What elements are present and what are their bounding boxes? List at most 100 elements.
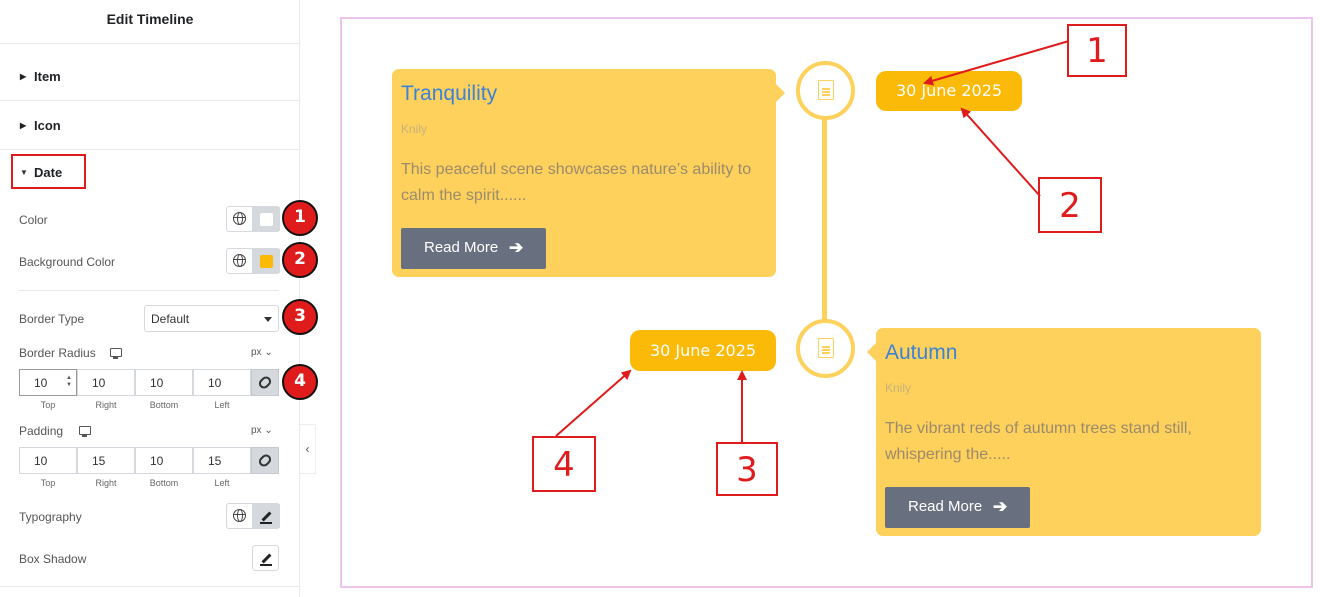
dim-label-top: Top (40, 478, 56, 488)
timeline-line (822, 118, 827, 323)
card-pointer (776, 84, 785, 102)
link-values-button[interactable] (251, 369, 279, 396)
desktop-icon[interactable] (110, 348, 122, 359)
section-date[interactable]: ▼ Date (11, 154, 86, 189)
document-icon (818, 80, 834, 100)
globe-icon (233, 212, 246, 225)
pencil-base-line (260, 522, 272, 524)
card-title[interactable]: Tranquility (401, 82, 498, 105)
border-radius-unit[interactable]: px ⌄ (251, 347, 273, 358)
spinner-icon[interactable]: ▲▼ (66, 375, 72, 388)
read-more-button[interactable]: Read More ➔ (401, 228, 546, 269)
caret-down-icon: ▼ (20, 168, 28, 177)
border-radius-left-value: 10 (208, 376, 222, 390)
padding-top-value: 10 (34, 454, 48, 468)
preview-frame (340, 17, 1313, 588)
section-item-label: Item (34, 69, 61, 84)
dim-label-bottom: Bottom (149, 478, 179, 488)
read-more-label: Read More (424, 239, 499, 256)
border-radius-left-input[interactable]: 10 (193, 369, 251, 396)
annotation-label-1: 1 (1067, 24, 1127, 77)
card-pointer (867, 343, 876, 361)
background-color-label: Background Color (19, 255, 116, 269)
border-radius-top-input[interactable]: 10 ▲▼ (19, 369, 77, 396)
typography-control[interactable] (226, 503, 280, 529)
desktop-icon[interactable] (79, 426, 91, 437)
typography-label: Typography (19, 510, 82, 524)
arrow-right-icon: ➔ (993, 497, 1008, 516)
border-type-select[interactable]: Default (144, 305, 279, 332)
background-color-control[interactable] (226, 248, 280, 274)
editor-panel: Edit Timeline ▶ Item ▶ Icon ▼ Date Color… (0, 0, 318, 597)
divider (19, 290, 279, 291)
annotation-arrow-4 (555, 369, 632, 437)
border-radius-dimensions: 10 ▲▼ 10 10 10 (19, 369, 279, 396)
timeline-card: Autumn Knily The vibrant reds of autumn … (876, 328, 1261, 536)
annotation-arrow-1 (923, 40, 1070, 86)
callout-badge-4: 4 (282, 364, 318, 400)
color-control[interactable] (226, 206, 280, 232)
border-type-value: Default (151, 312, 190, 326)
padding-right-input[interactable]: 15 (77, 447, 135, 474)
card-title[interactable]: Autumn (885, 341, 958, 364)
box-shadow-label: Box Shadow (19, 552, 87, 566)
link-values-button[interactable] (251, 447, 279, 474)
annotation-label-2: 2 (1038, 177, 1102, 233)
border-radius-right-input[interactable]: 10 (77, 369, 135, 396)
dim-label-top: Top (40, 400, 56, 410)
padding-unit[interactable]: px ⌄ (251, 425, 273, 436)
edit-box-shadow-button[interactable] (252, 545, 279, 571)
card-meta: Knily (885, 381, 912, 395)
collapse-panel-button[interactable]: ‹ (300, 424, 316, 474)
bg-color-picker-button[interactable] (253, 249, 280, 273)
pencil-base-line (260, 564, 272, 566)
bg-color-swatch (260, 255, 273, 268)
global-bg-color-button[interactable] (227, 249, 253, 273)
annotation-label-4: 4 (532, 436, 596, 492)
section-date-label: Date (34, 165, 63, 180)
divider (0, 586, 300, 587)
annotation-label-3: 3 (716, 442, 778, 496)
padding-left-input[interactable]: 15 (193, 447, 251, 474)
timeline-node (796, 61, 855, 120)
padding-left-value: 15 (208, 454, 222, 468)
border-type-label: Border Type (19, 312, 85, 326)
section-icon-label: Icon (34, 118, 61, 133)
global-color-button[interactable] (227, 207, 253, 231)
border-radius-label: Border Radius (19, 346, 96, 360)
panel-title: Edit Timeline (0, 0, 300, 44)
callout-badge-1: 1 (282, 200, 318, 236)
globe-icon (233, 254, 246, 267)
dim-label-left: Left (214, 478, 230, 488)
color-label: Color (19, 213, 48, 227)
card-text: This peaceful scene showcases nature’s a… (401, 161, 752, 204)
arrow-right-icon: ➔ (509, 238, 524, 257)
padding-right-value: 15 (92, 454, 106, 468)
section-icon[interactable]: ▶ Icon (0, 101, 300, 150)
global-typography-button[interactable] (227, 504, 253, 528)
globe-icon (233, 509, 246, 522)
read-more-button[interactable]: Read More ➔ (885, 487, 1030, 528)
edit-typography-button[interactable] (253, 504, 280, 528)
dim-label-left: Left (214, 400, 230, 410)
border-radius-right-value: 10 (92, 376, 106, 390)
padding-top-input[interactable]: 10 (19, 447, 77, 474)
padding-dim-labels: Top Right Bottom Left (19, 478, 251, 490)
annotation-arrow-2 (960, 107, 1041, 197)
dim-label-bottom: Bottom (149, 400, 179, 410)
caret-right-icon: ▶ (20, 72, 27, 81)
border-radius-bottom-value: 10 (150, 376, 164, 390)
date-badge: 30 June 2025 (630, 330, 776, 371)
caret-right-icon: ▶ (20, 121, 27, 130)
read-more-label: Read More (908, 498, 983, 515)
document-icon (818, 338, 834, 358)
color-picker-button[interactable] (253, 207, 280, 231)
padding-label: Padding (19, 424, 64, 438)
callout-badge-2: 2 (282, 242, 318, 278)
border-radius-bottom-input[interactable]: 10 (135, 369, 193, 396)
padding-bottom-input[interactable]: 10 (135, 447, 193, 474)
section-item[interactable]: ▶ Item (0, 52, 300, 101)
date-badge: 30 June 2025 (876, 71, 1022, 111)
